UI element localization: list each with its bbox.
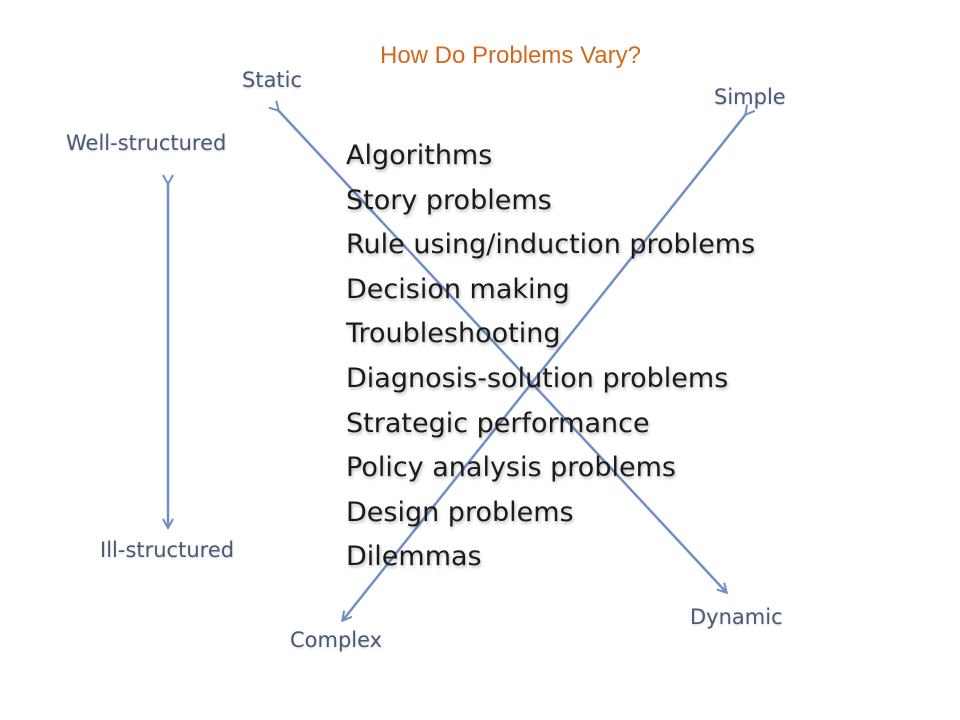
problem-item: Design problems — [346, 496, 574, 528]
problem-item: Dilemmas — [346, 541, 482, 573]
problem-list: Algorithms Story problems Rule using/ind… — [346, 134, 755, 580]
ill-structured-label: Ill-structured — [100, 538, 235, 562]
problem-item: Story problems — [346, 184, 552, 216]
well-structured-label: Well-structured — [66, 131, 227, 155]
simple-label: Simple — [714, 85, 786, 109]
problem-item: Diagnosis-solution problems — [346, 362, 729, 394]
static-label: Static — [242, 68, 303, 92]
simple-complex-arrow — [343, 114, 746, 620]
problem-item: Strategic performance — [346, 407, 650, 439]
problem-item: Decision making — [346, 273, 570, 305]
problem-item: Troubleshooting — [346, 318, 561, 350]
slide-title: How Do Problems Vary? — [380, 42, 641, 69]
complex-label: Complex — [290, 628, 383, 652]
dynamic-label: Dynamic — [690, 605, 783, 629]
problem-item: Algorithms — [346, 140, 493, 171]
problem-item: Rule using/induction problems — [346, 229, 756, 261]
problem-item: Policy analysis problems — [346, 452, 676, 484]
